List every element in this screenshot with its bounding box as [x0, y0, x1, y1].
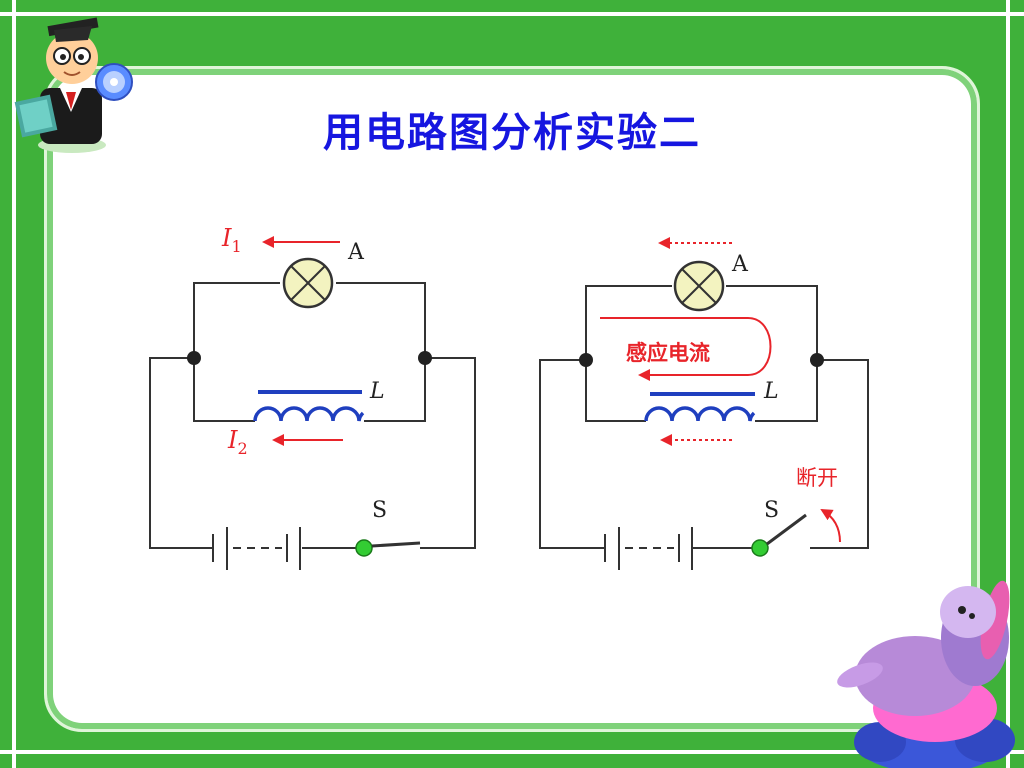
switch-closed-icon — [355, 539, 421, 557]
wire — [364, 358, 426, 422]
left-circuit: A I1 L I2 S — [149, 224, 476, 570]
open-label: 断开 — [796, 466, 838, 490]
wire — [726, 285, 818, 360]
junction-node — [187, 351, 201, 365]
lamp-label: A — [347, 240, 365, 265]
inductor-label: L — [763, 379, 779, 404]
frame-stripe — [12, 0, 16, 768]
battery-icon — [212, 527, 301, 570]
battery-icon — [604, 527, 693, 570]
switch-open-icon — [751, 513, 807, 557]
lamp-icon — [673, 260, 725, 312]
plush-toy-icon — [837, 580, 1015, 768]
current-i2-label: I2 — [227, 426, 248, 458]
open-arrow-icon — [820, 508, 841, 543]
switch-label: S — [764, 498, 779, 523]
inductor-label: L — [369, 379, 385, 404]
wire — [810, 359, 869, 549]
wire — [420, 357, 476, 549]
wire — [585, 360, 646, 422]
induced-current-loop-arrow-icon — [600, 317, 772, 381]
frame-stripe — [0, 750, 1024, 754]
wire — [193, 358, 255, 422]
inductor-icon — [644, 392, 756, 422]
teacher-cartoon-icon — [14, 17, 106, 153]
wire — [755, 360, 818, 422]
induced-current-label: 感应电流 — [626, 341, 710, 365]
switch-label: S — [372, 498, 387, 523]
frame-stripe — [0, 12, 1024, 16]
lamp-label: A — [731, 252, 749, 277]
junction-node — [810, 353, 824, 367]
junction-node — [418, 351, 432, 365]
cd-disc-icon — [95, 63, 133, 101]
wire — [193, 282, 280, 358]
lamp-icon — [282, 257, 334, 309]
wire — [539, 359, 605, 549]
current-i1-label: I1 — [221, 224, 242, 256]
frame-stripe — [1006, 0, 1010, 768]
right-circuit: A 感应电流 L S 断开 — [539, 237, 869, 570]
junction-node — [579, 353, 593, 367]
page-title: 用电路图分析实验二 — [323, 109, 701, 156]
wire — [585, 285, 672, 360]
inductor-icon — [253, 390, 365, 422]
content-panel — [44, 66, 980, 732]
wire — [149, 357, 213, 549]
wire — [336, 282, 426, 358]
